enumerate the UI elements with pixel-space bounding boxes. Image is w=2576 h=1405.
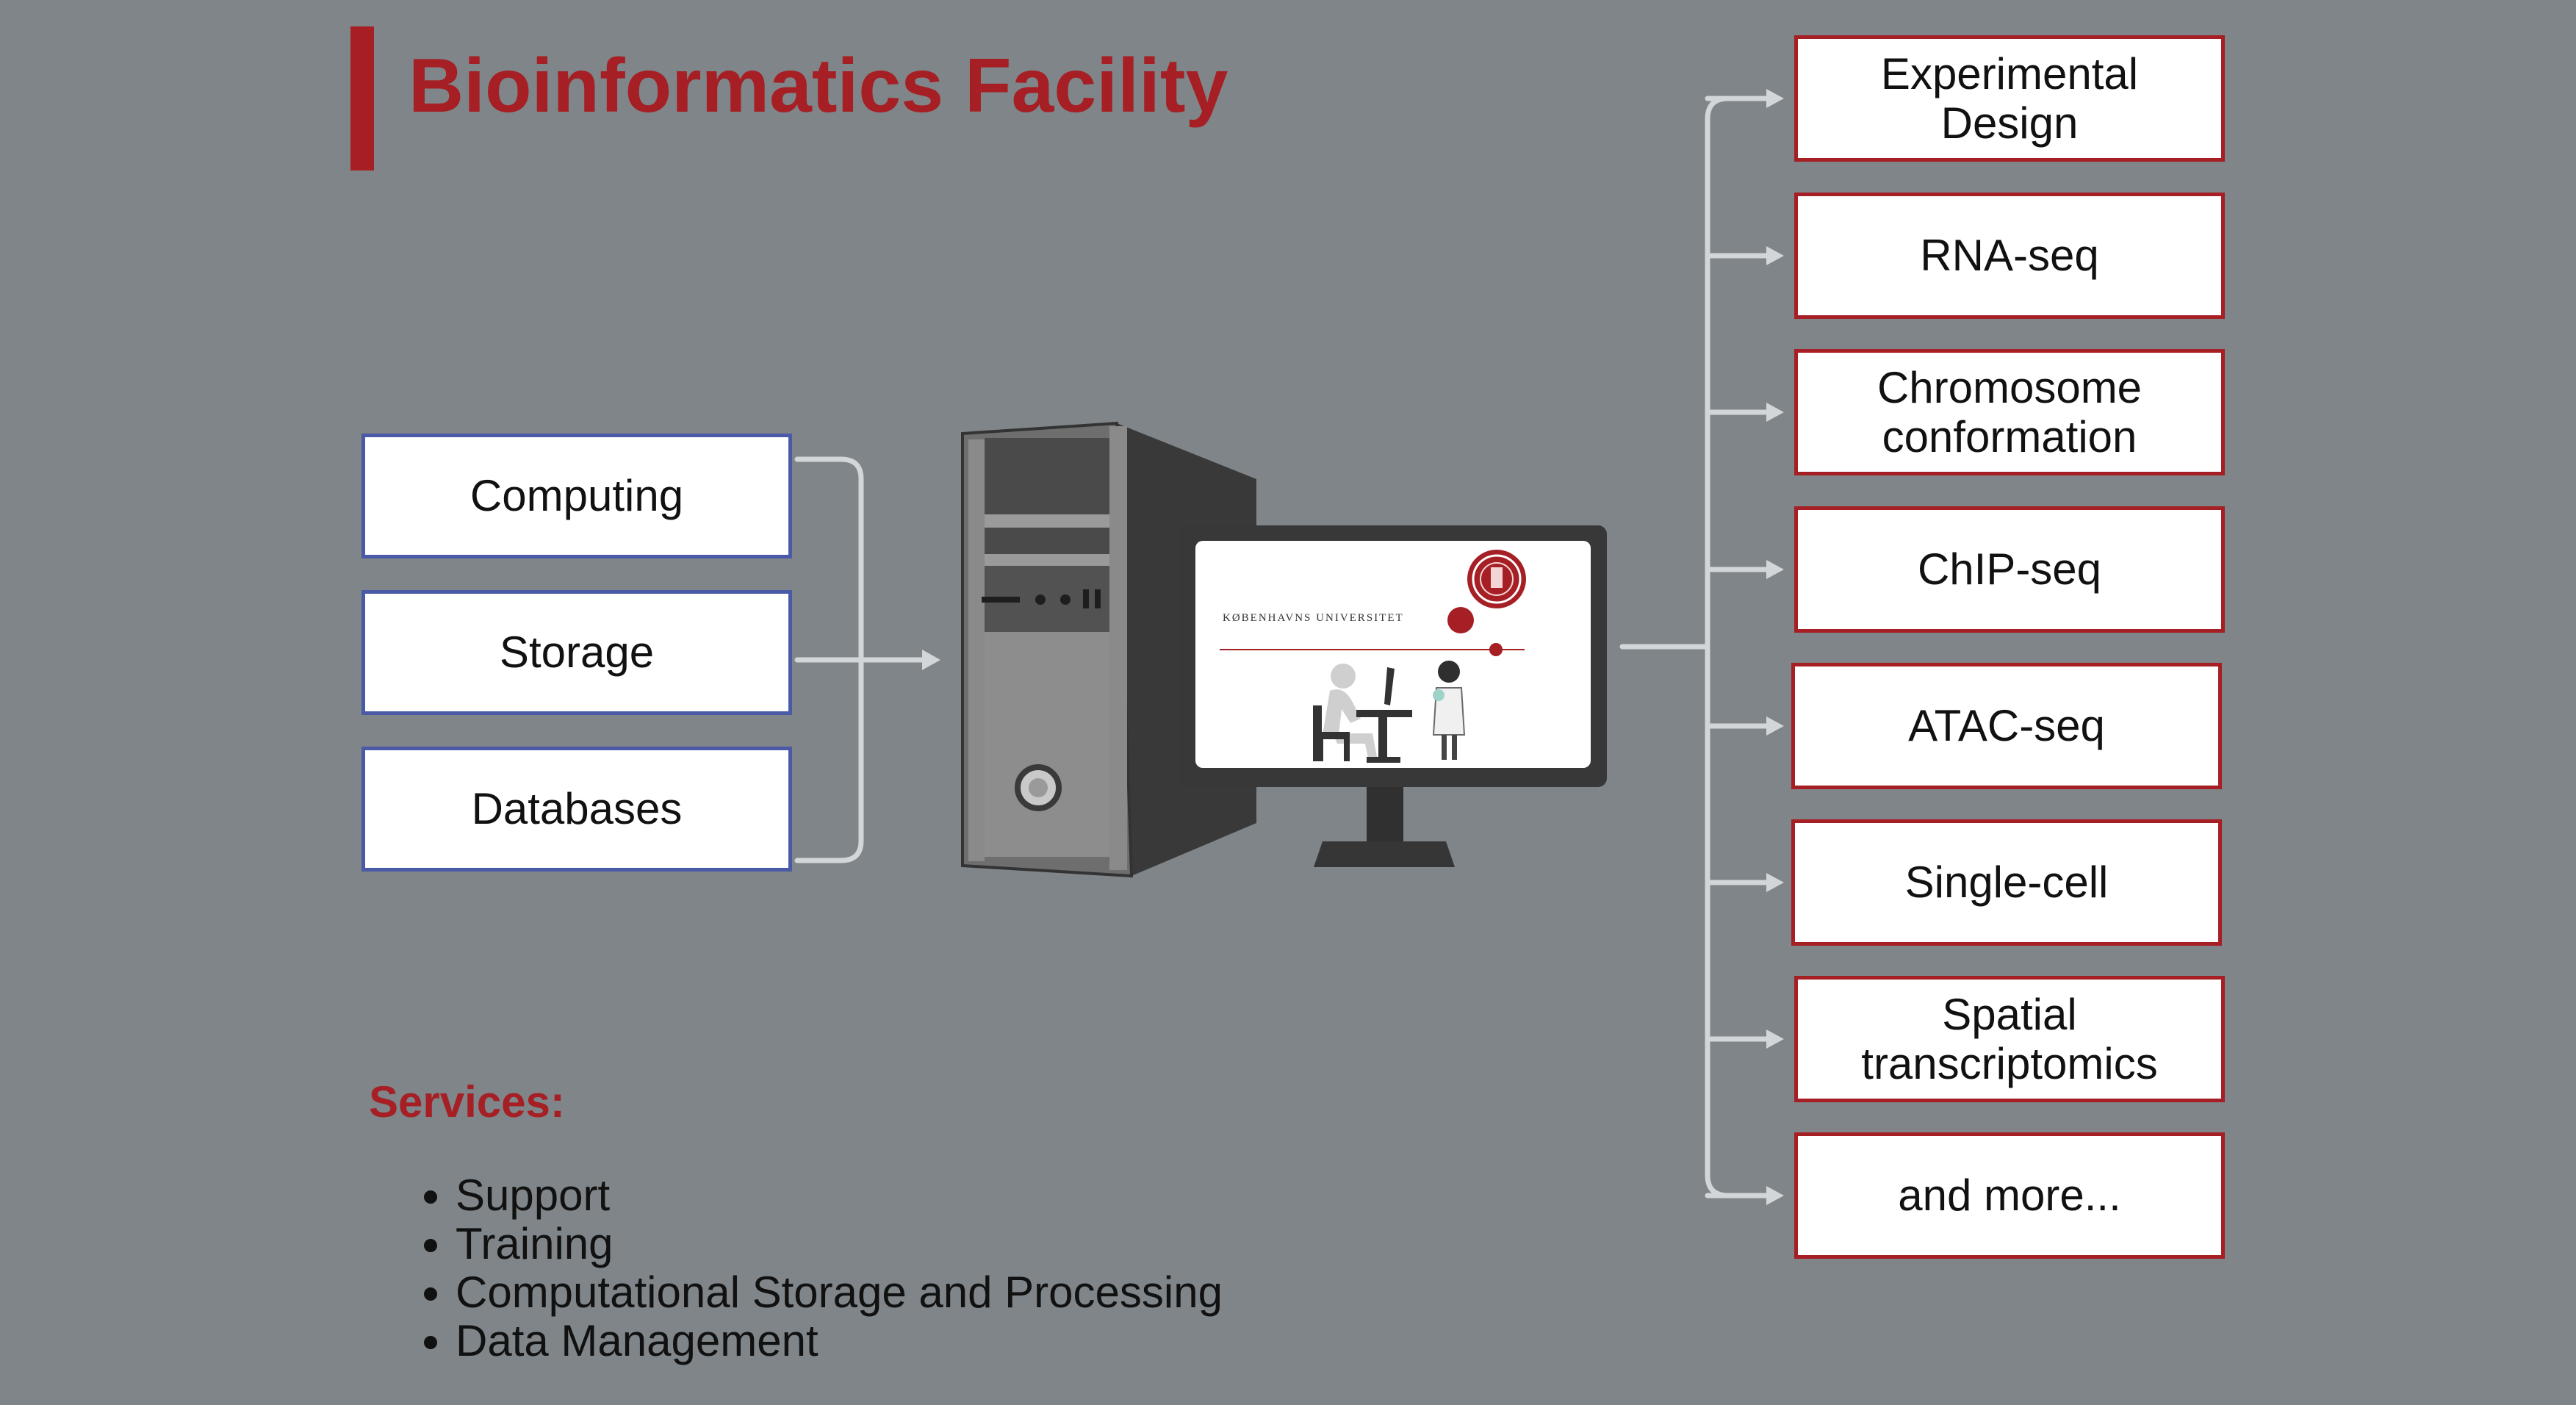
researcher-at-desk-icon — [1313, 664, 1412, 763]
input-storage: Storage — [361, 590, 792, 715]
input-databases: Databases — [361, 747, 792, 872]
lab-scientist-icon — [1432, 661, 1466, 760]
output-rna-seq: RNA-seq — [1794, 193, 2225, 319]
branch-arrowhead — [1766, 560, 1784, 579]
input-label: Computing — [469, 471, 684, 521]
output-label-line: Design — [1940, 98, 2079, 148]
output-label-line: transcriptomics — [1861, 1039, 2158, 1088]
branch-arrowhead — [1766, 716, 1784, 736]
input-connector — [794, 456, 930, 863]
university-seal-icon — [1467, 550, 1526, 608]
output-chip-seq: ChIP-seq — [1794, 506, 2225, 633]
title-accent-bar — [350, 26, 374, 170]
output-label-line: conformation — [1882, 412, 2137, 461]
university-name: KØBENHAVNS UNIVERSITET — [1223, 612, 1404, 624]
input-arrowhead — [922, 650, 940, 670]
services-list-item: Support — [456, 1171, 1223, 1220]
computer-tower-icon — [961, 421, 1256, 878]
output-label-line: RNA-seq — [1920, 231, 2099, 281]
page-title: Bioinformatics Facility — [409, 43, 1228, 129]
services-heading: Services: — [369, 1077, 565, 1126]
input-computing: Computing — [361, 434, 792, 558]
output-label-line: ATAC-seq — [1908, 701, 2105, 751]
connector-trunk — [1705, 96, 1731, 1199]
input-label: Storage — [499, 628, 655, 678]
branch-arrowhead — [1766, 1030, 1784, 1049]
output-label-line: Experimental — [1880, 48, 2139, 98]
services-list-item: Data Management — [456, 1317, 1223, 1365]
services-list-item: Computational Storage and Processing — [456, 1268, 1223, 1317]
branch-arrowhead — [1766, 1186, 1784, 1205]
output-and-more: and more... — [1794, 1132, 2225, 1259]
output-label-line: Spatial — [1942, 989, 2077, 1039]
branch-arrowhead — [1766, 403, 1784, 422]
branch-arrowhead — [1766, 246, 1784, 265]
output-single-cell: Single-cell — [1791, 819, 2222, 946]
output-label-line: ChIP-seq — [1917, 545, 2102, 594]
input-label: Databases — [471, 784, 683, 834]
output-atac-seq: ATAC-seq — [1791, 663, 2222, 789]
output-label-line: Single-cell — [1904, 858, 2109, 908]
output-label-line: Chromosome — [1877, 362, 2143, 412]
output-connector — [1619, 96, 1774, 1199]
branch-arrowhead — [1766, 89, 1784, 108]
services-list: Support Training Computational Storage a… — [382, 1171, 1223, 1365]
output-label-line: and more... — [1898, 1171, 2121, 1221]
services-list-item: Training — [456, 1220, 1223, 1268]
branch-arrowhead — [1766, 873, 1784, 892]
